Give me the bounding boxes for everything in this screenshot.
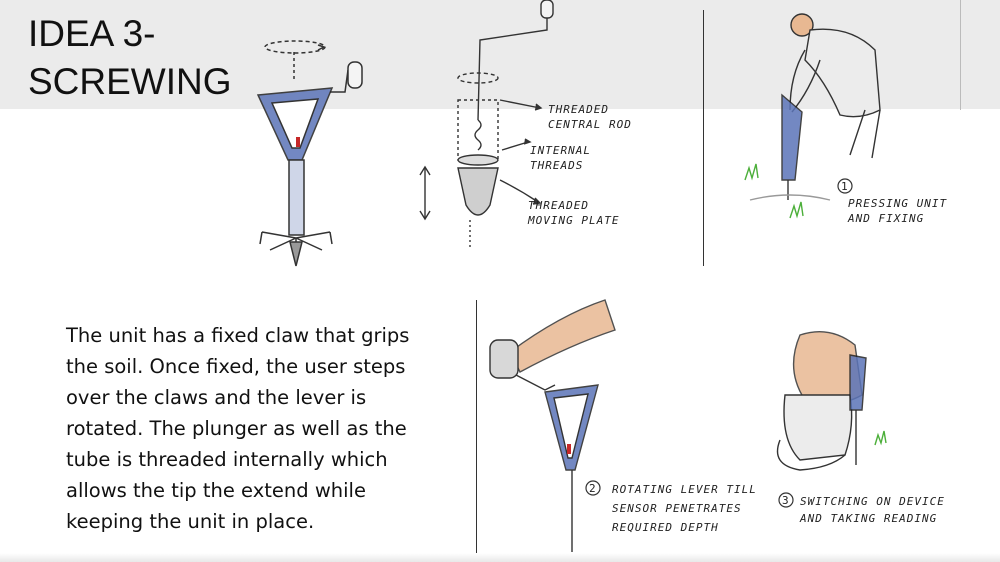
- rotating-lever-sketch: [489, 299, 616, 552]
- description-text: The unit has a fixed claw that grips the…: [66, 324, 410, 533]
- label-internal-threads: INTERNAL THREADS: [530, 144, 591, 172]
- step-2-number: 2: [589, 482, 597, 495]
- divider-top: [703, 10, 704, 266]
- label-step-1: PRESSING UNIT AND FIXING: [848, 197, 948, 225]
- step-1-circle: [837, 178, 853, 194]
- slide-title: IDEA 3- SCREWING: [28, 10, 232, 106]
- pressing-unit-sketch: [744, 13, 881, 219]
- bottom-shadow: [0, 553, 1000, 562]
- divider-bottom: [476, 300, 477, 556]
- device-sketch-main: [256, 40, 363, 267]
- taking-reading-sketch: [776, 331, 887, 471]
- step-3-circle: [778, 492, 794, 508]
- label-threaded-moving-plate: THREADED MOVING PLATE: [528, 199, 620, 227]
- label-step-2: ROTATING LEVER TILL SENSOR PENETRATES RE…: [612, 483, 757, 534]
- label-threaded-central-rod: THREADED CENTRAL ROD: [548, 103, 632, 131]
- divider-right-edge: [960, 0, 961, 110]
- title-line-2: SCREWING: [28, 61, 232, 102]
- step-2-circle: [585, 480, 601, 496]
- step-3-number: 3: [782, 494, 790, 507]
- step-1-number: 1: [841, 180, 849, 193]
- internal-thread-sketch: [419, 0, 554, 250]
- label-step-3: SWITCHING ON DEVICE AND TAKING READING: [800, 495, 945, 525]
- title-line-1: IDEA 3-: [28, 13, 156, 54]
